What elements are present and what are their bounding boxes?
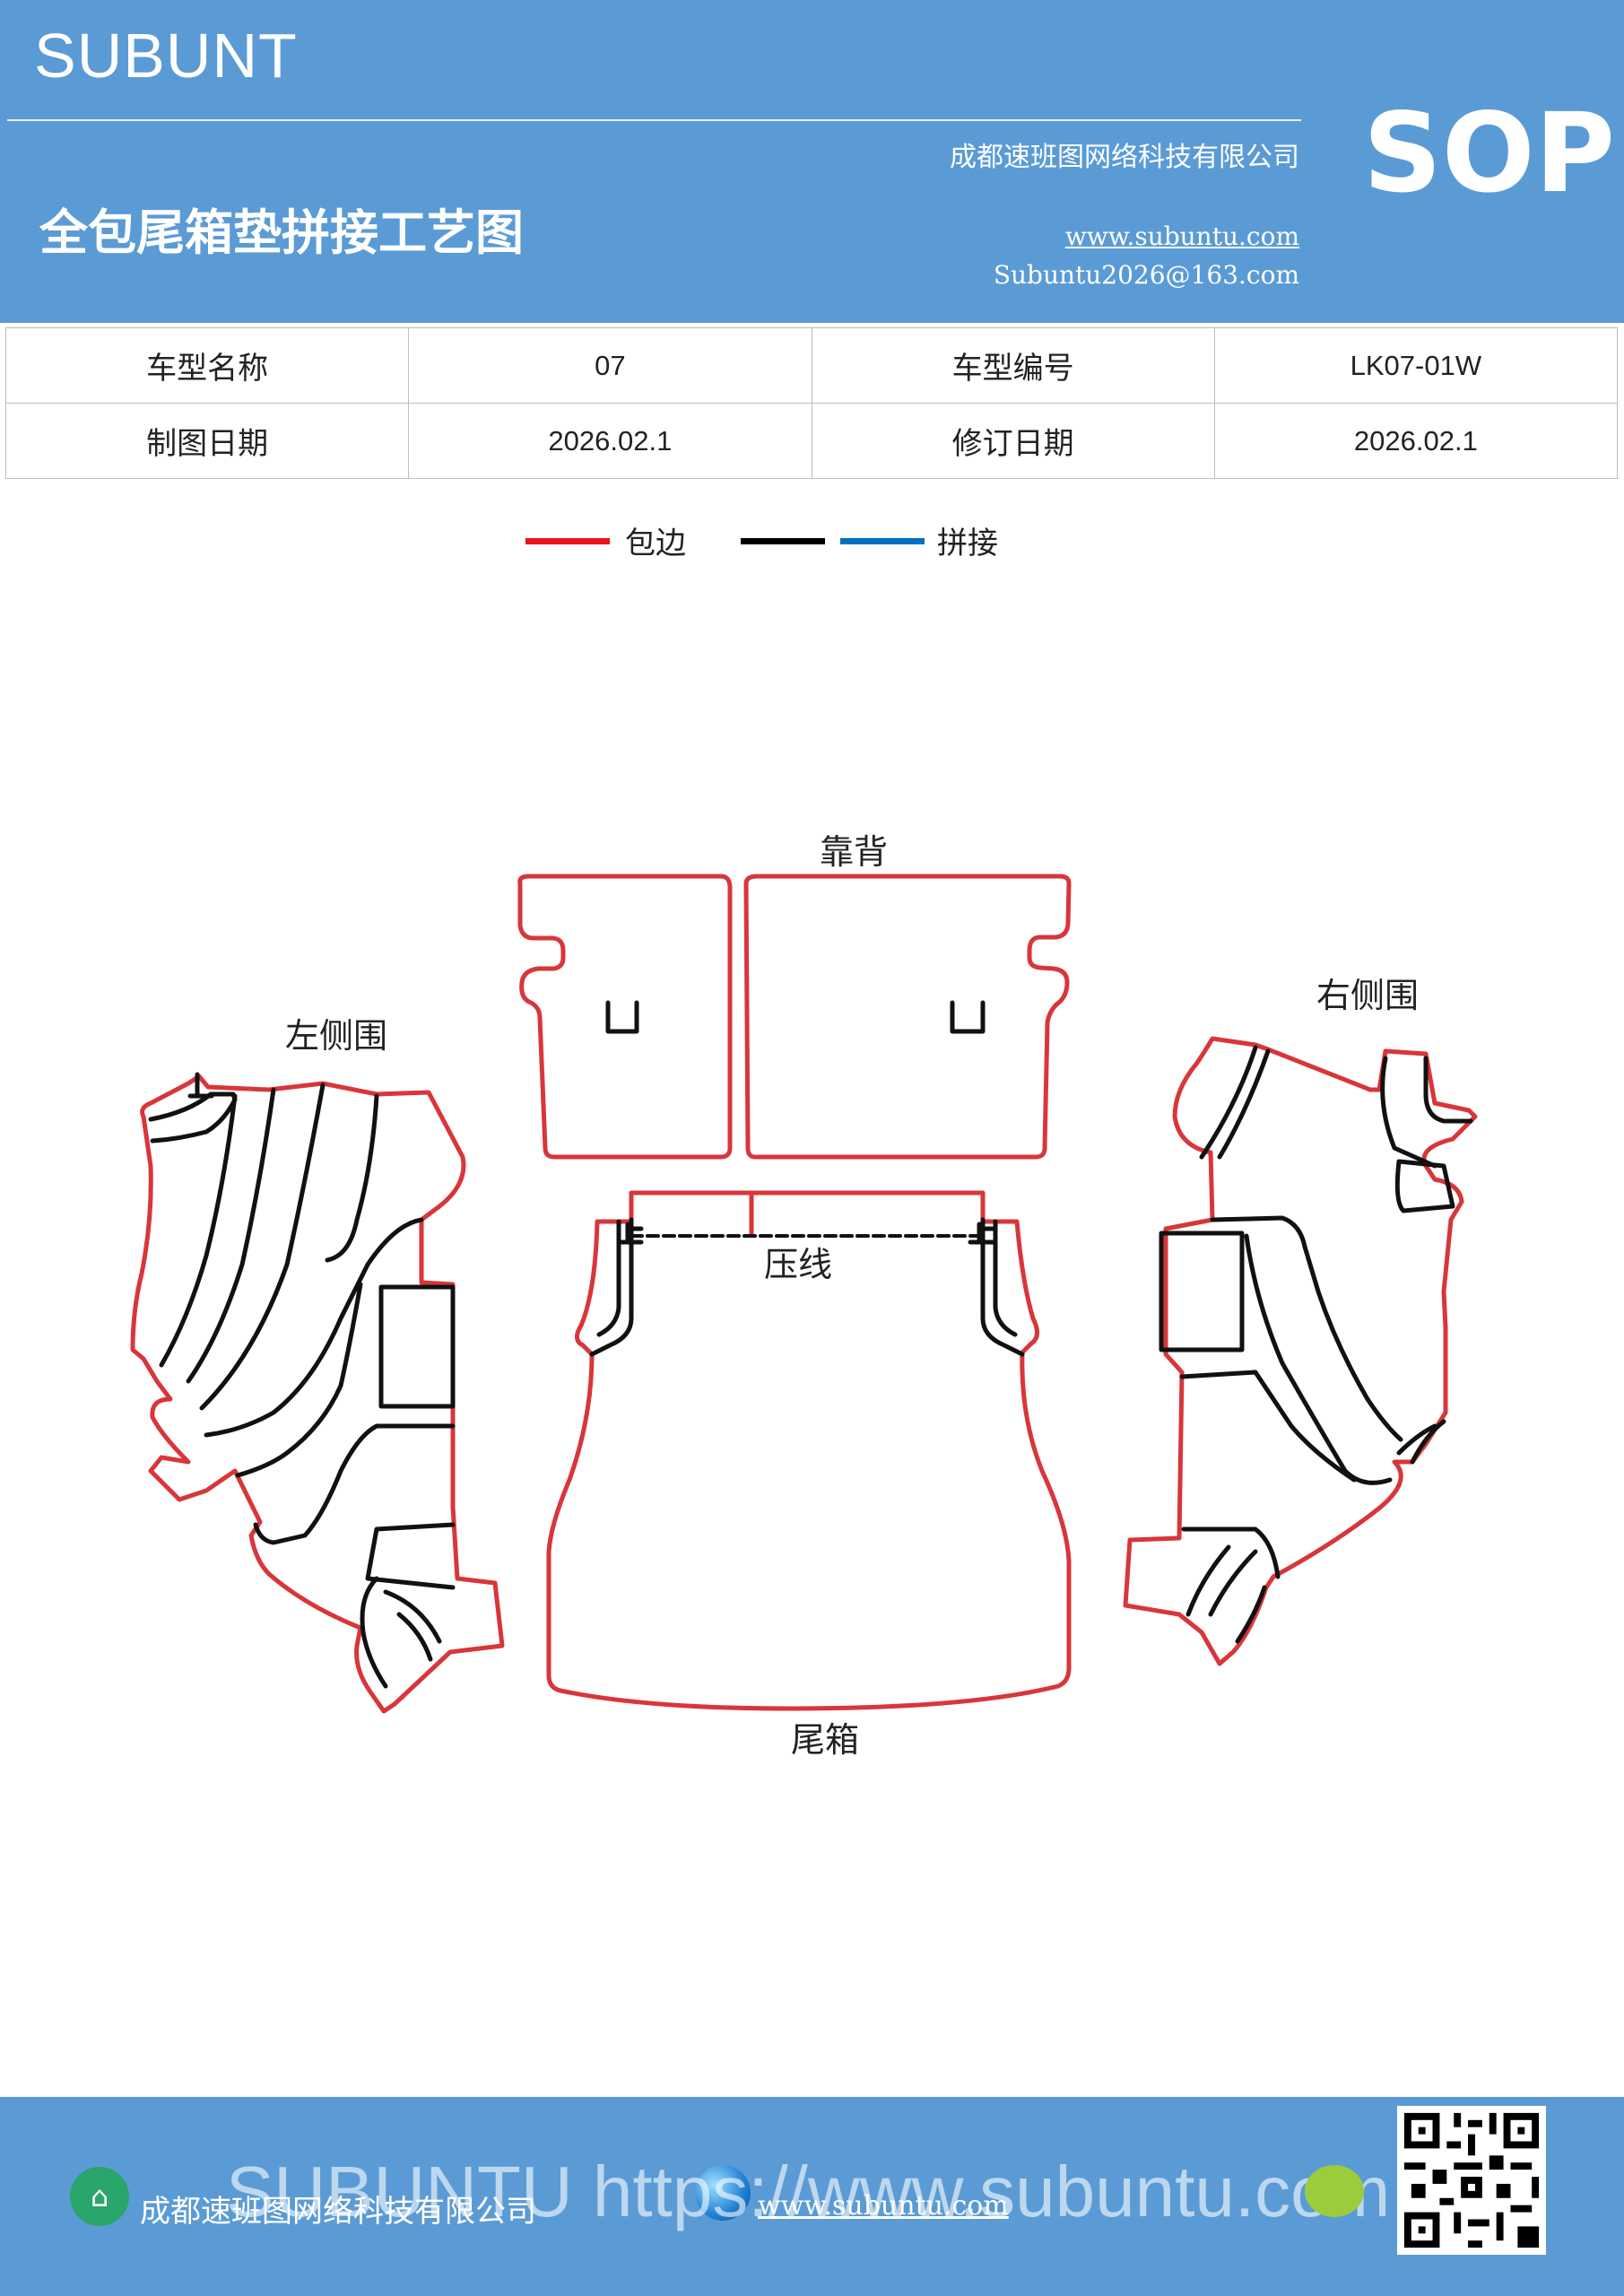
- wechat-icon: [1305, 2165, 1364, 2217]
- label-press-line: 压线: [764, 1245, 832, 1284]
- header: SUBUNT 全包尾箱垫拼接工艺图 成都速班图网络科技有限公司 www.subu…: [0, 0, 1624, 323]
- table-row: 车型名称 07 车型编号 LK07-01W: [4, 327, 1619, 404]
- right-side-panel: [1123, 1036, 1478, 1666]
- label-trunk: 尾箱: [791, 1720, 859, 1760]
- right-seam-9: [1179, 1370, 1357, 1483]
- email-address: Subuntu2026@163.com: [993, 260, 1299, 290]
- vehicle-info-table: 车型名称 07 车型编号 LK07-01W 制图日期 2026.02.1 修订日…: [4, 327, 1619, 479]
- legend-red-line: [525, 538, 610, 544]
- footer-watermark: SUBUNTU https://www.subuntu.com: [226, 2152, 1391, 2231]
- sop-badge: SOP: [1363, 90, 1615, 217]
- left-seam-3: [186, 1087, 276, 1384]
- trunk-mat-diagram: 靠背 左侧围 右侧围 压线 尾箱: [130, 832, 1478, 1760]
- right-seam-6: [1210, 1215, 1403, 1442]
- revision-date-label: 修订日期: [811, 403, 1215, 479]
- qr-code-image[interactable]: [1397, 2106, 1546, 2255]
- legend-label-edging: 包边: [625, 526, 686, 561]
- left-seam-1: [148, 1091, 238, 1144]
- footer-company-name: 成都速班图网络科技有限公司: [140, 2194, 536, 2230]
- legend-black-line: [741, 538, 825, 544]
- right-seam-11: [1181, 1526, 1281, 1579]
- model-code-label: 车型编号: [811, 327, 1215, 404]
- label-right-side: 右侧围: [1316, 976, 1419, 1015]
- legend: 包边 拼接: [0, 520, 1624, 583]
- right-seam-2: [1217, 1048, 1271, 1160]
- right-seam-12: [1185, 1544, 1258, 1617]
- backrest-notch-right: [950, 1000, 986, 1034]
- model-name-value: 07: [408, 327, 812, 404]
- left-seam-11: [360, 1576, 388, 1689]
- trunk-wing-left: [589, 1217, 634, 1357]
- company-name: 成都速班图网络科技有限公司: [950, 142, 1299, 173]
- right-seam-5: [1394, 1159, 1455, 1213]
- drawing-date-label: 制图日期: [4, 403, 410, 479]
- label-left-side: 左侧围: [285, 1016, 387, 1056]
- document-title: 全包尾箱垫拼接工艺图: [39, 204, 524, 261]
- drawing-date-value: 2026.02.1: [408, 403, 812, 479]
- left-seam-5: [325, 1093, 379, 1263]
- backrest-notch-left: [605, 1000, 639, 1034]
- legend-blue-line: [840, 538, 925, 544]
- footer: ⌂ 成都速班图网络科技有限公司 www.subuntu.com SUBUNTU …: [0, 2097, 1624, 2296]
- legend-label-splice: 拼接: [937, 526, 998, 561]
- left-seam-8: [235, 1282, 363, 1478]
- footer-website-link[interactable]: www.subuntu.com: [758, 2190, 1009, 2222]
- left-seam-6: [204, 1217, 424, 1438]
- left-seam-7: [378, 1284, 456, 1409]
- right-seam-7: [1159, 1231, 1245, 1352]
- right-seam-3: [1380, 1056, 1437, 1169]
- left-side-panel: [130, 1074, 505, 1714]
- anchor-mark-right: [968, 1222, 996, 1245]
- table-row: 制图日期 2026.02.1 修订日期 2026.02.1: [4, 403, 1619, 479]
- globe-icon: [695, 2165, 751, 2221]
- left-seam-2: [159, 1093, 238, 1368]
- left-mark: [187, 1072, 214, 1099]
- right-seam-13: [1235, 1585, 1267, 1644]
- left-seam-12: [383, 1589, 442, 1662]
- backrest-left-panel: [517, 874, 733, 1160]
- label-backrest: 靠背: [820, 832, 888, 872]
- backrest-right-panel: [743, 874, 1072, 1160]
- model-name-label: 车型名称: [4, 327, 410, 404]
- anchor-mark-left: [616, 1222, 644, 1245]
- trunk-wing-right: [980, 1217, 1025, 1357]
- right-seam-10: [1396, 1419, 1446, 1465]
- brand-logo-text: SUBUNT: [34, 21, 298, 91]
- right-seam-8: [1244, 1233, 1393, 1485]
- left-seam-4: [199, 1083, 326, 1411]
- header-divider: [7, 119, 1301, 121]
- website-link[interactable]: www.subuntu.com: [1064, 222, 1299, 251]
- left-seam-9: [253, 1423, 456, 1545]
- right-seam-4: [1423, 1056, 1473, 1124]
- model-code-value: LK07-01W: [1213, 327, 1619, 404]
- left-seam-10: [365, 1522, 456, 1590]
- right-seam-1: [1199, 1045, 1258, 1160]
- revision-date-value: 2026.02.1: [1213, 403, 1619, 479]
- building-icon: ⌂: [70, 2167, 129, 2226]
